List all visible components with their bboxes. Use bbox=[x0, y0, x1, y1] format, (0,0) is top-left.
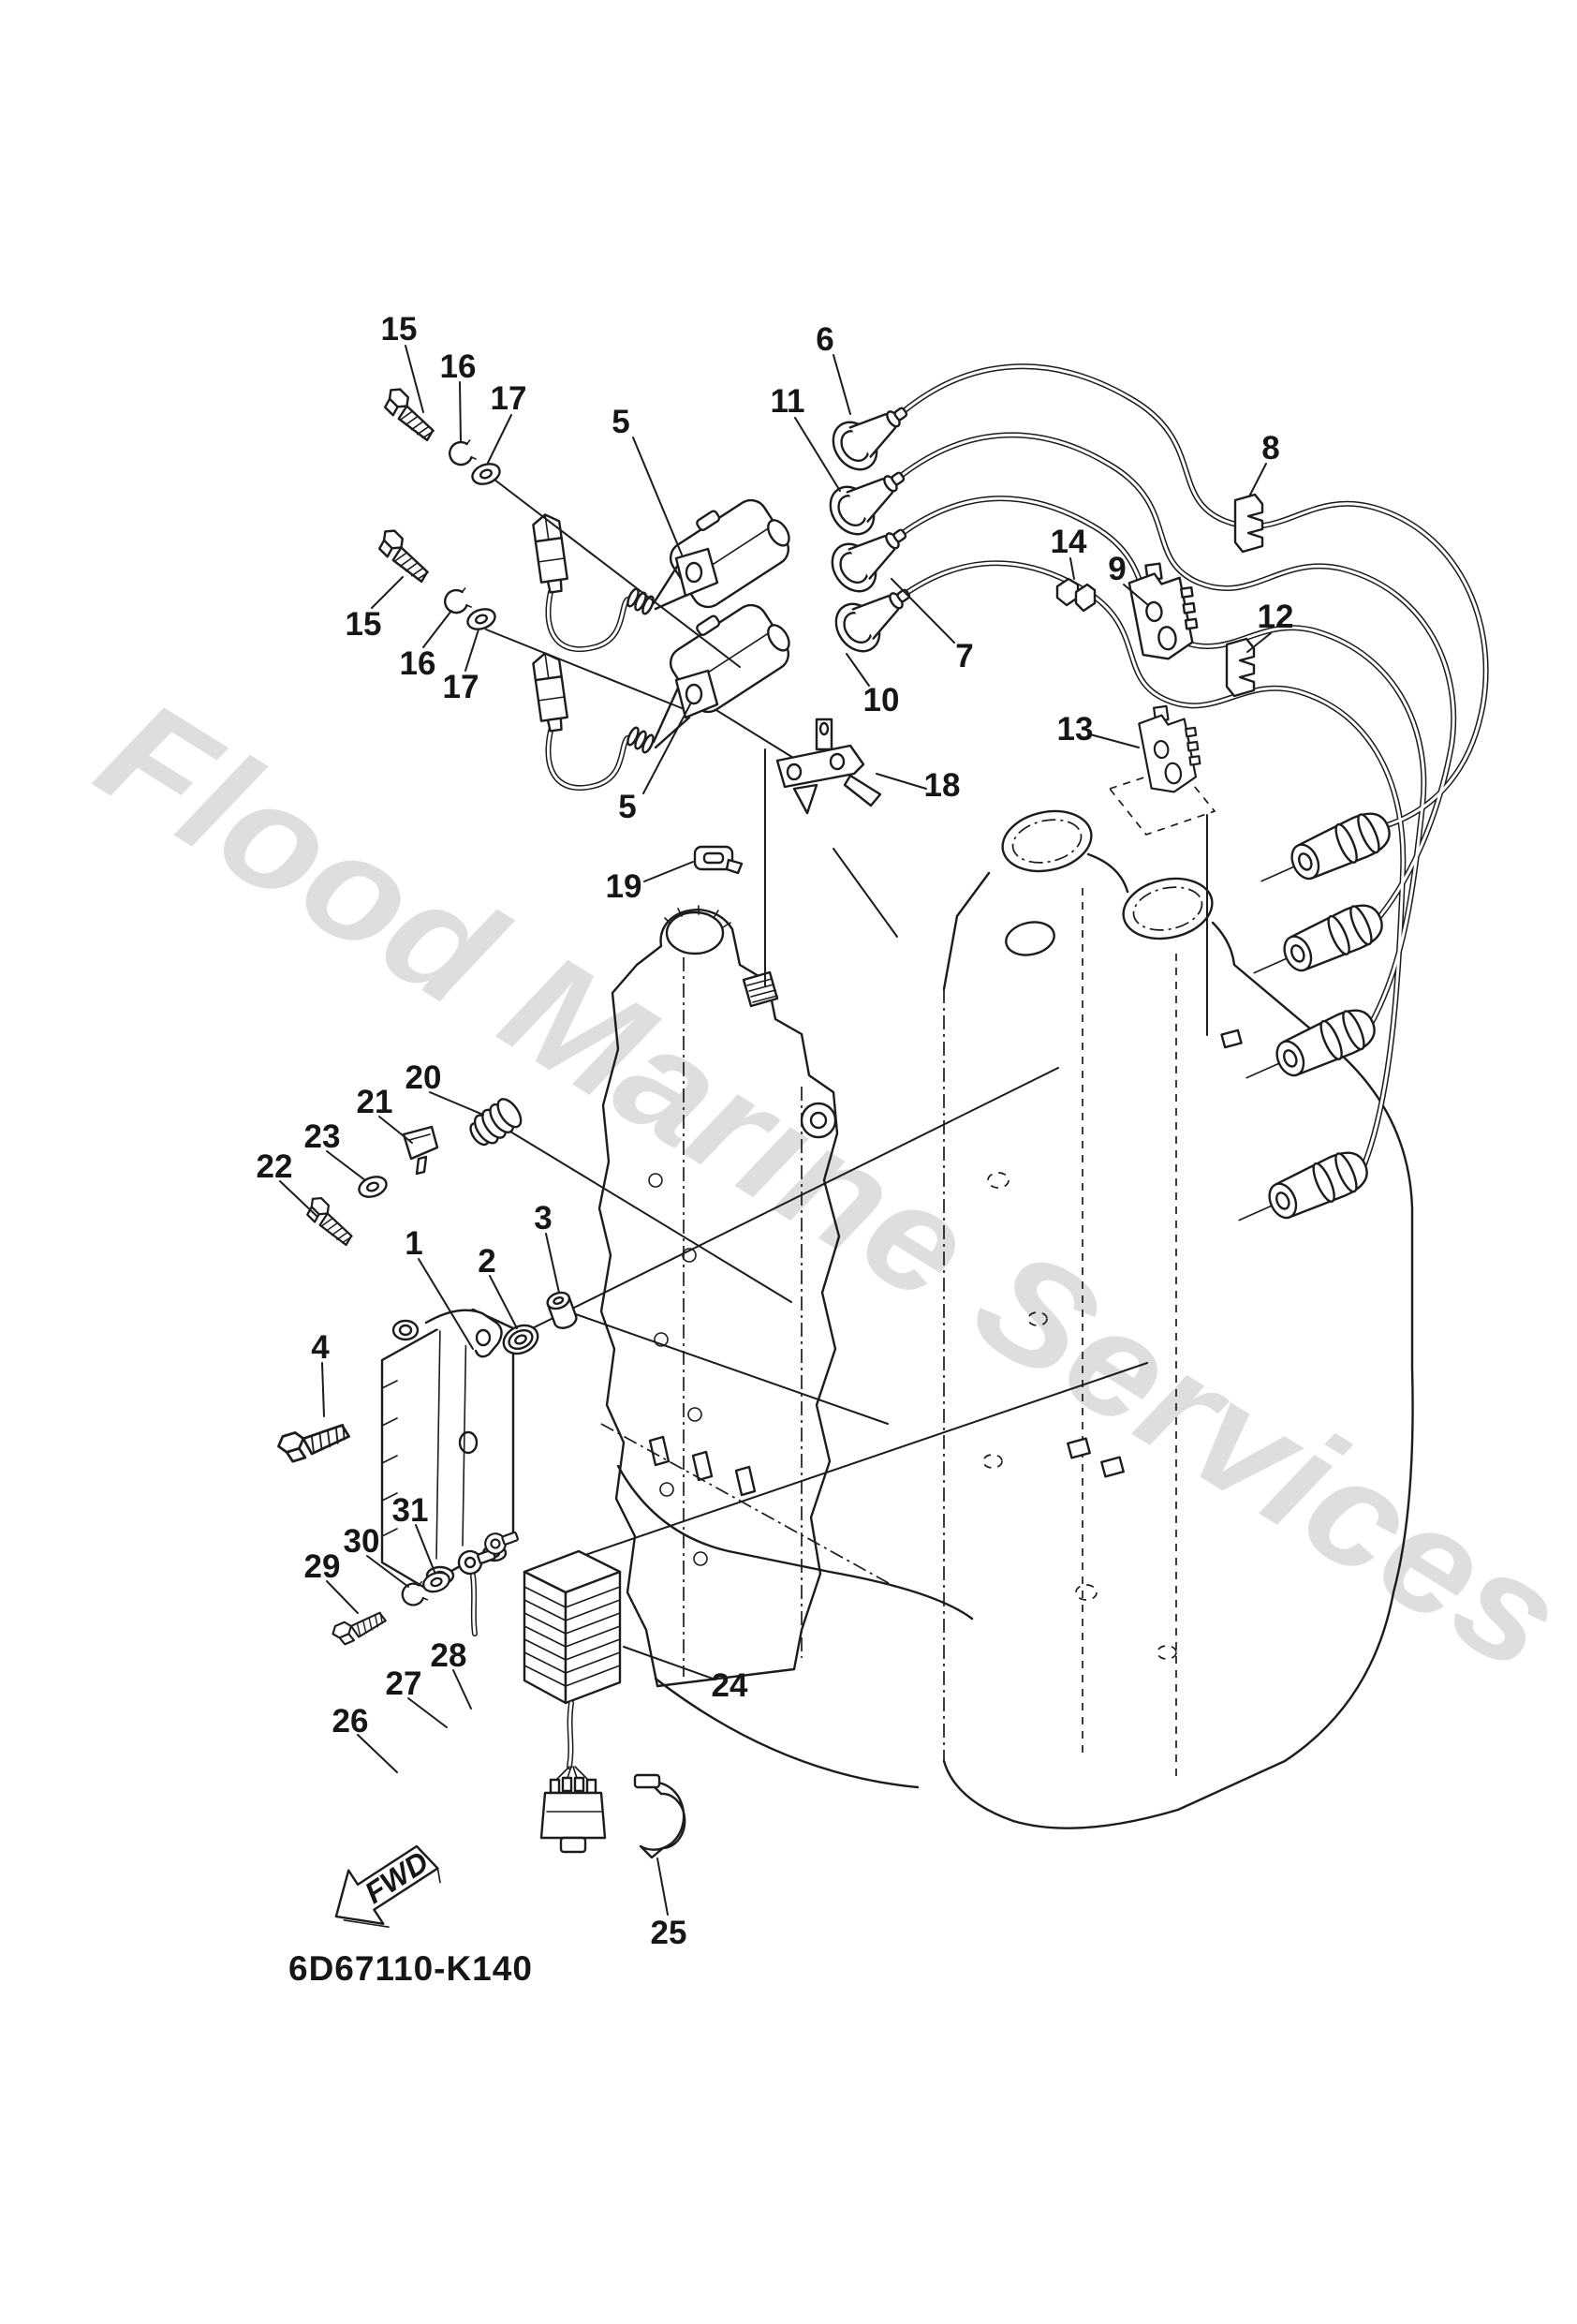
bolt-15b bbox=[372, 525, 437, 585]
callout-14: 14 bbox=[1051, 524, 1087, 560]
wire-holder-14 bbox=[1055, 577, 1097, 613]
callout-27: 27 bbox=[386, 1665, 422, 1702]
callout-17a: 17 bbox=[491, 380, 527, 417]
coil-connector-plug-2 bbox=[530, 650, 570, 733]
e-ring-16a bbox=[446, 437, 478, 468]
clip-19 bbox=[693, 845, 744, 875]
washer-17b bbox=[464, 604, 499, 634]
callout-20: 20 bbox=[405, 1059, 442, 1096]
grommet-2 bbox=[502, 1324, 539, 1355]
cylinder-bore-1 bbox=[1001, 809, 1093, 873]
spark-plug-cap-6 bbox=[823, 389, 921, 480]
grommet-20 bbox=[469, 1098, 523, 1147]
coil-bracket-18 bbox=[775, 718, 882, 815]
damper-21 bbox=[402, 1125, 439, 1176]
spark-plug-boot-3 bbox=[1237, 1001, 1382, 1098]
spark-plug-boot-1 bbox=[1252, 805, 1397, 901]
callout-23: 23 bbox=[304, 1118, 341, 1155]
bolt-22 bbox=[301, 1192, 361, 1249]
callout-18: 18 bbox=[924, 767, 961, 804]
callout-2: 2 bbox=[478, 1243, 495, 1280]
callout-5b: 5 bbox=[618, 789, 636, 825]
rectifier-connector bbox=[539, 1766, 607, 1854]
callout-5a: 5 bbox=[612, 404, 629, 440]
callout-10: 10 bbox=[863, 682, 900, 718]
callout-8: 8 bbox=[1261, 430, 1279, 466]
callout-17b: 17 bbox=[443, 669, 479, 705]
callout-numbers: 15 16 17 5 6 11 8 15 16 17 14 9 12 7 10 … bbox=[257, 311, 1294, 1951]
callout-29: 29 bbox=[304, 1548, 341, 1585]
callout-4: 4 bbox=[311, 1329, 330, 1366]
callout-15b: 15 bbox=[346, 606, 382, 643]
leader-lines bbox=[279, 345, 1272, 1916]
callout-13: 13 bbox=[1057, 711, 1094, 748]
callout-22: 22 bbox=[257, 1148, 293, 1185]
spark-plug-boot-2 bbox=[1245, 896, 1390, 993]
callout-15a: 15 bbox=[381, 311, 418, 348]
wire-clamp-12 bbox=[1225, 637, 1256, 698]
bolt-15a bbox=[377, 383, 443, 444]
callout-25: 25 bbox=[651, 1915, 687, 1951]
engine-block-line-art bbox=[597, 809, 1414, 1829]
ignition-coil-assembly-1 bbox=[530, 481, 802, 653]
callout-3: 3 bbox=[534, 1200, 552, 1236]
round-boss bbox=[800, 1102, 837, 1139]
callout-21: 21 bbox=[357, 1084, 393, 1120]
washer-17a bbox=[468, 459, 504, 489]
rectifier-regulator-24 bbox=[523, 1549, 622, 1769]
spark-plug-cap-10 bbox=[826, 570, 923, 661]
callout-7: 7 bbox=[955, 638, 973, 674]
bolt-29 bbox=[329, 1603, 389, 1650]
callout-28: 28 bbox=[431, 1637, 467, 1674]
callout-9: 9 bbox=[1108, 551, 1126, 587]
wire-clamp-25 bbox=[633, 1773, 686, 1859]
callout-11: 11 bbox=[771, 383, 805, 420]
callout-6: 6 bbox=[816, 321, 833, 358]
e-ring-16b bbox=[441, 585, 473, 616]
callout-26: 26 bbox=[332, 1703, 369, 1739]
wire-clamp-8 bbox=[1233, 493, 1264, 554]
bracket-13 bbox=[1136, 702, 1205, 797]
callout-16a: 16 bbox=[440, 348, 477, 385]
callout-24: 24 bbox=[712, 1667, 748, 1704]
callout-12: 12 bbox=[1258, 599, 1294, 635]
bushing-3 bbox=[546, 1291, 578, 1329]
cylinder-bore-2 bbox=[1122, 877, 1214, 940]
spark-plug-boot-4 bbox=[1230, 1144, 1375, 1240]
drawing-code: 6D67110-K140 bbox=[288, 1949, 533, 1988]
callout-30: 30 bbox=[344, 1523, 380, 1560]
callout-16b: 16 bbox=[400, 645, 436, 682]
fwd-arrow: FWD bbox=[334, 1844, 441, 1928]
callout-1: 1 bbox=[405, 1225, 422, 1262]
coil-connector-plug-1 bbox=[530, 511, 570, 595]
callout-19: 19 bbox=[606, 868, 642, 905]
cylinder-cap bbox=[665, 910, 725, 955]
engine-studs bbox=[648, 1435, 757, 1497]
ignition-coil-assembly-2 bbox=[530, 586, 802, 792]
bolt-4 bbox=[274, 1412, 352, 1467]
callout-31: 31 bbox=[392, 1492, 429, 1529]
